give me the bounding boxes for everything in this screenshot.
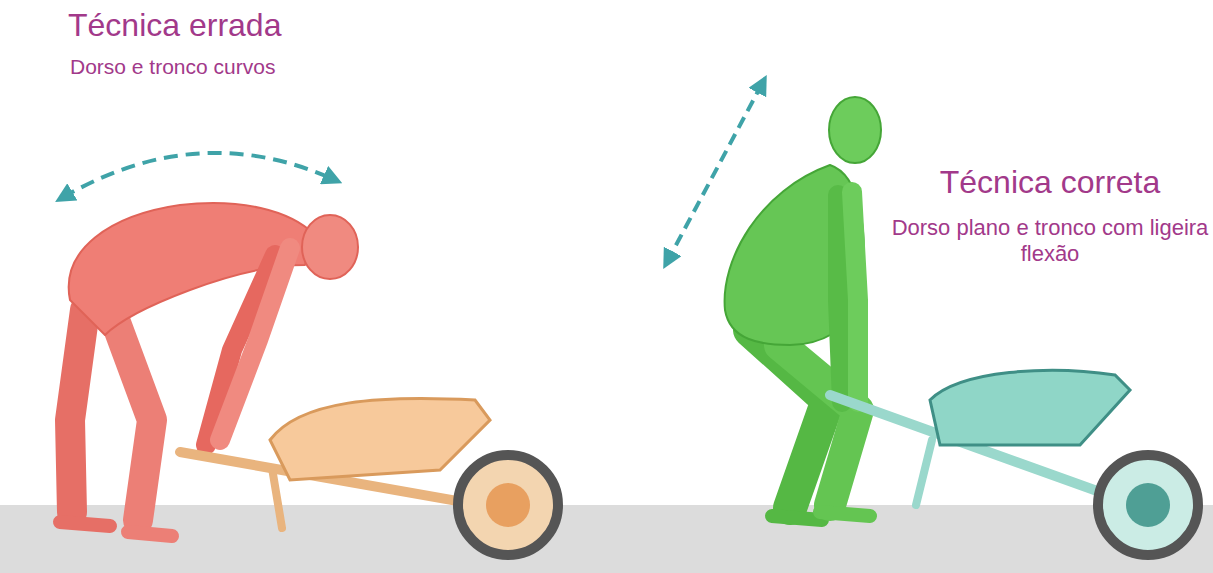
heading-label: Técnica errada (68, 6, 408, 44)
wheelbarrow (180, 398, 558, 555)
heading-label: Técnica correta (890, 163, 1210, 201)
wheelbarrow (830, 370, 1198, 555)
ground (0, 505, 1213, 573)
description-label: Dorso e tronco curvos (70, 54, 410, 79)
motion-arrow (62, 153, 335, 198)
description-label: Dorso plano e tronco com ligeira flexão (890, 215, 1210, 268)
wrong-posture-figure (60, 203, 358, 536)
correct-posture-figure (725, 97, 881, 520)
